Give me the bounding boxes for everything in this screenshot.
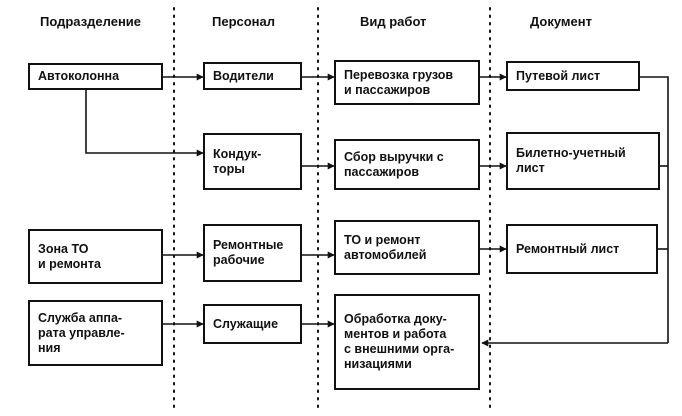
line-waybill-to-return [640,76,669,343]
work-repair-label: ТО и ремонт автомобилей [344,232,427,262]
staff-conductors-box: Кондук- торы [203,133,302,190]
work-transport-box: Перевозка грузов и пассажиров [334,60,480,105]
staff-drivers-box: Водители [203,62,302,90]
division-maintenance-label: Зона ТО и ремонта [38,241,101,271]
staff-repair-workers-label: Ремонтные рабочие [213,238,284,267]
document-ticket-box: Билетно-учетный лист [506,132,660,190]
work-revenue-box: Сбор выручки с пассажиров [334,139,480,190]
header-work: Вид работ [360,14,427,29]
staff-drivers-label: Водители [213,68,274,83]
division-column-label: Автоколонна [38,69,120,83]
work-processing-box: Обработка доку- ментов и работа с внешни… [334,294,480,390]
document-ticket-label: Билетно-учетный лист [516,146,626,175]
arrow-column-to-conductors [85,90,204,157]
document-waybill-box: Путевой лист [506,61,640,91]
document-waybill-label: Путевой лист [516,68,601,83]
document-repair-sheet-box: Ремонтный лист [506,224,658,274]
header-staff: Персонал [212,14,276,29]
staff-repair-workers-box: Ремонтные рабочие [203,224,302,282]
work-revenue-label: Сбор выручки с пассажиров [344,149,444,179]
staff-employees-label: Служащие [213,316,279,331]
division-column-box: Автоколонна [28,63,163,90]
work-transport-label: Перевозка грузов и пассажиров [344,67,454,97]
staff-employees-box: Служащие [203,304,302,344]
work-repair-box: ТО и ремонт автомобилей [334,220,480,275]
header-document: Документ [530,14,592,29]
division-admin-label: Служба аппа- рата управле- ния [38,310,125,355]
staff-conductors-label: Кондук- торы [213,146,262,176]
division-admin-box: Служба аппа- рата управле- ния [28,300,163,366]
work-processing-label: Обработка доку- ментов и работа с внешни… [344,312,455,371]
division-maintenance-box: Зона ТО и ремонта [28,229,163,284]
header-division: Подразделение [40,14,142,29]
document-repair-sheet-label: Ремонтный лист [516,241,620,256]
